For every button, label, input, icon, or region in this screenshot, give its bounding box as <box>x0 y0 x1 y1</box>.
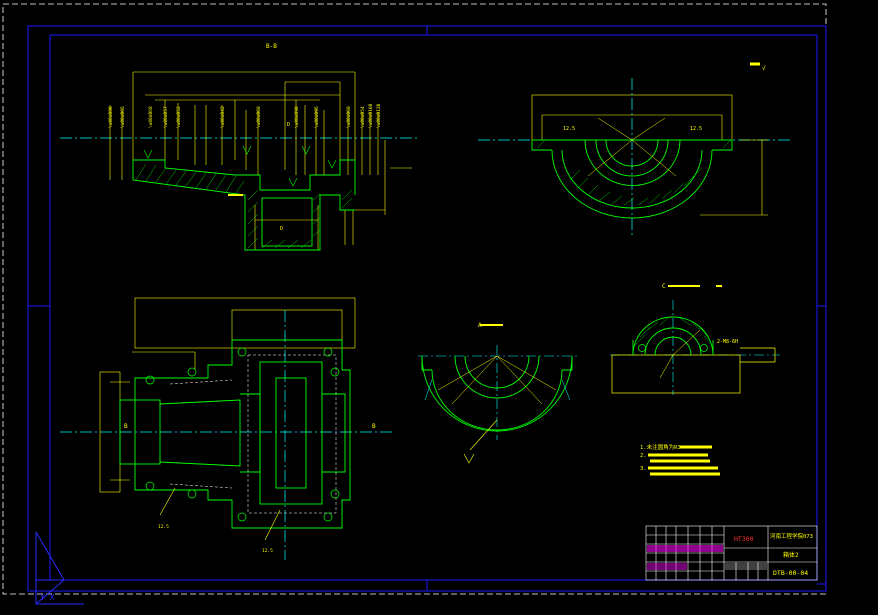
svg-text:\u00d890: \u00d890 <box>294 106 300 128</box>
outer-dashed-border <box>2 3 827 595</box>
surface-top-left: 12.5 <box>563 126 575 132</box>
svg-text:\u00d868: \u00d868 <box>148 106 154 128</box>
surface-top-right: 12.5 <box>690 126 702 132</box>
view-c-label: C <box>662 283 666 290</box>
svg-text:\u00d857: \u00d857 <box>163 106 169 128</box>
note-2: 2. <box>640 453 647 459</box>
dim-d-top: D <box>287 122 290 128</box>
detail-a-view: A <box>418 322 578 464</box>
section-arrow-left: B <box>124 423 128 430</box>
svg-text:\u00d842: \u00d842 <box>220 106 226 128</box>
svg-text:\u00d852: \u00d852 <box>176 106 182 128</box>
title-part-name: 箱体2 <box>783 551 799 559</box>
top-view: B B <box>60 297 395 560</box>
section-label: B-B <box>266 43 277 50</box>
svg-text:Y X: Y X <box>40 593 55 602</box>
svg-text:12.5: 12.5 <box>262 548 273 554</box>
technical-notes: 1.未注圆角为R3 2. 3. <box>640 443 720 476</box>
svg-text:\u00d880: \u00d880 <box>108 106 114 128</box>
note-3: 3. <box>640 466 647 472</box>
title-block <box>645 525 818 581</box>
svg-text:\u00d854: \u00d854 <box>360 106 366 128</box>
title-drawing-no: DTB-00-04 <box>773 569 808 577</box>
svg-text:\u00d8120: \u00d8120 <box>376 103 382 128</box>
note-1: 1.未注圆角为R3 <box>640 443 681 451</box>
roughness-note: √ <box>762 65 766 72</box>
svg-text:12.5: 12.5 <box>158 524 169 530</box>
front-view: 12.5 12.5 √ <box>478 62 790 235</box>
thread-callout: 2-M8-6H <box>717 339 738 345</box>
title-school: 河南工程学院073 <box>770 532 813 540</box>
svg-text:\u00d860: \u00d860 <box>256 106 262 128</box>
dim-d-bottom: D <box>280 226 283 232</box>
title-material: HT300 <box>734 535 754 543</box>
view-c: C 2-M8-6H <box>610 283 780 395</box>
drawing-frame-inner <box>49 34 818 581</box>
svg-text:\u00d8108: \u00d8108 <box>368 103 374 128</box>
svg-text:\u00d865: \u00d865 <box>120 106 126 128</box>
title-block-fills <box>647 545 767 570</box>
svg-text:\u00d860: \u00d860 <box>346 106 352 128</box>
ucs-icon: Y X <box>35 531 84 605</box>
drawing-frame-outer <box>27 25 827 592</box>
svg-text:\u00d895: \u00d895 <box>314 106 320 128</box>
section-arrow-right: B <box>372 423 376 430</box>
section-view-bb: B-B <box>60 43 418 251</box>
